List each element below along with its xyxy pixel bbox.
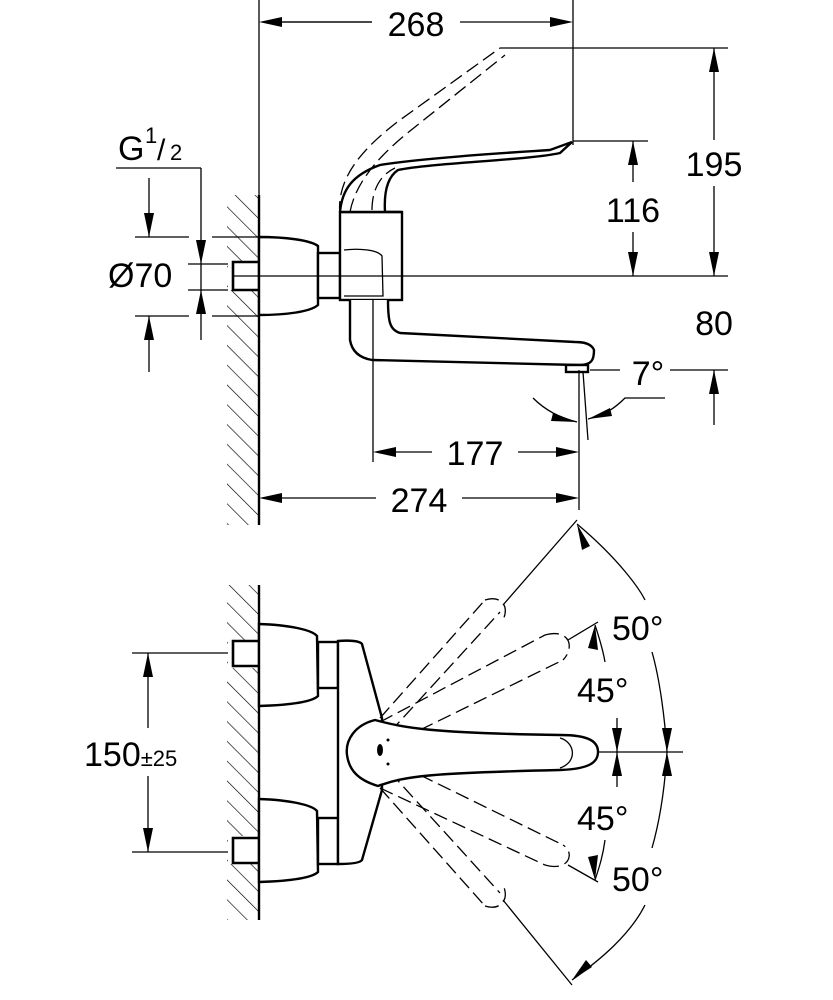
svg-text:/: / [157,134,166,167]
dim-handle-reach: 268 [388,6,445,44]
top-view: 50° 45° 45° 50° 150±25 [84,519,683,986]
inlet-upper [231,639,259,668]
escutcheon-upper [257,622,320,708]
lever [345,718,600,788]
thread-size-base: G [118,130,144,168]
aerator [564,363,590,374]
handle [338,140,573,213]
wall-hatch [227,195,259,525]
dim-inlet-tolerance: ±25 [141,746,178,771]
dim-lower-outer-swing: 50° [612,861,663,899]
thread-size-den: 2 [170,140,182,165]
lever-swing-positions [379,598,570,908]
dim-lower-inner-swing: 45° [577,800,628,838]
dim-escutcheon-diameter: Ø70 [108,257,172,295]
dim-outlet-angle: 7° [632,355,665,393]
dim-spout-reach: 177 [447,435,504,473]
mixer-body [338,210,404,302]
inlet-lower [231,836,259,865]
dim-outlet-height: 80 [695,305,733,343]
dim-total-reach: 274 [391,482,448,520]
dim-upper-outer-swing: 50° [612,610,663,648]
raised-handle-outline [338,47,501,216]
dim-total-height: 195 [686,146,743,184]
spout [348,299,596,367]
side-view: 268 195 116 80 7° 177 [108,0,742,525]
thread-size-num: 1 [145,123,157,148]
dim-handle-height: 116 [606,192,660,230]
dim-inlet-spacing: 150±25 [84,736,177,774]
dim-upper-inner-swing: 45° [577,672,628,710]
wall-hatch-top [227,585,259,920]
escutcheon-lower [257,797,320,884]
